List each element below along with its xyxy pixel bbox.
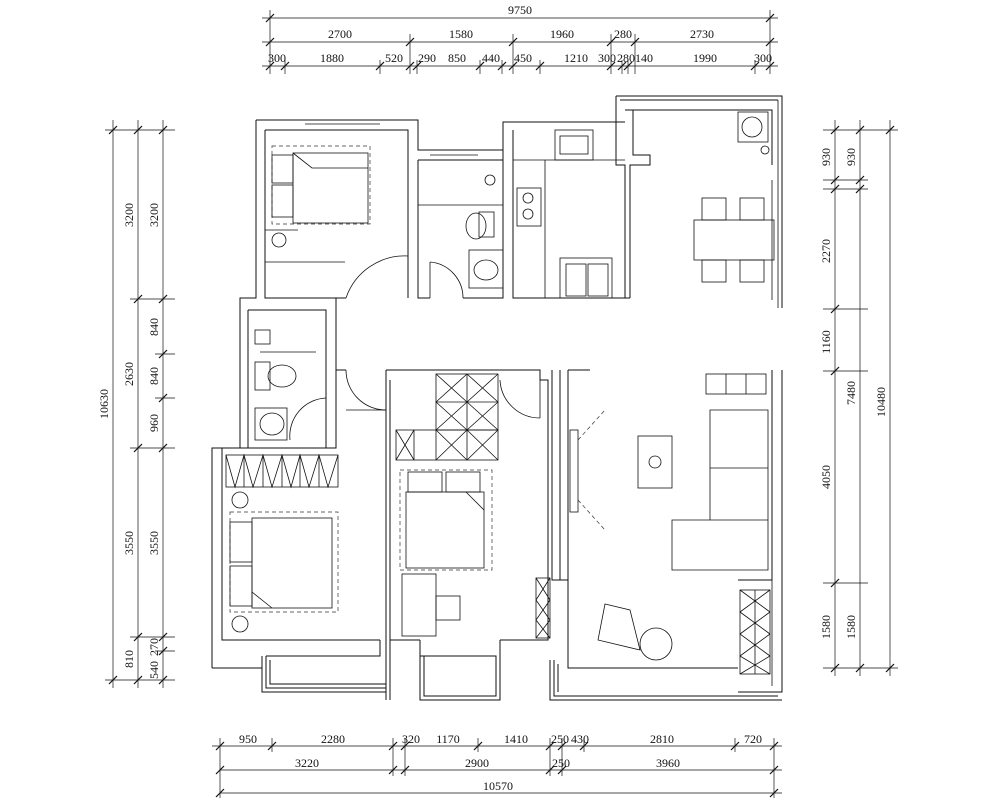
dim-top-row2: 2700 bbox=[328, 27, 352, 41]
desk bbox=[401, 573, 437, 637]
dim-right-1580: 1580 bbox=[844, 615, 858, 639]
dim-left-row3: 540 bbox=[147, 661, 161, 679]
dim-bottom-row1: 2810 bbox=[650, 732, 674, 746]
dim-bottom-row2: 2900 bbox=[465, 756, 489, 770]
sink-icon-2 bbox=[254, 407, 288, 441]
dim-left-row3: 270 bbox=[147, 638, 161, 656]
dim-top-row3: 440 bbox=[482, 51, 500, 65]
kitchen-sink-icon bbox=[554, 129, 594, 161]
dim-left-row2: 3200 bbox=[122, 203, 136, 227]
dim-top-row3: 300 bbox=[268, 51, 286, 65]
furniture bbox=[225, 111, 775, 675]
dim-top-row3: 1880 bbox=[320, 51, 344, 65]
armchair bbox=[597, 603, 641, 651]
dim-left-total: 10630 bbox=[97, 389, 111, 419]
shower-icon bbox=[484, 174, 496, 186]
walls bbox=[211, 95, 783, 701]
dim-bottom-row1: 1170 bbox=[436, 732, 460, 746]
bed-top-left bbox=[292, 152, 369, 224]
dim-top-row3: 300 bbox=[754, 51, 772, 65]
lamp-icon bbox=[271, 232, 287, 248]
coffee-table bbox=[637, 435, 673, 489]
dim-left-row2: 2630 bbox=[122, 362, 136, 386]
dim-bottom-row1: 1410 bbox=[504, 732, 528, 746]
dim-top-total: 9750 bbox=[508, 3, 532, 17]
bed-left bbox=[251, 517, 333, 609]
dim-bottom-row1: 950 bbox=[239, 732, 257, 746]
dim-top-row3: 1990 bbox=[693, 51, 717, 65]
dim-bottom-row1: 320 bbox=[402, 732, 420, 746]
right-dimensions: 930 2270 1160 4050 1580 930 7480 1580 10… bbox=[819, 120, 898, 676]
shower-icon-2 bbox=[254, 329, 271, 345]
dim-bottom-row1: 430 bbox=[571, 732, 589, 746]
dim-bottom-row1: 2280 bbox=[321, 732, 345, 746]
dim-top-row2: 280 bbox=[614, 27, 632, 41]
fridge-icon bbox=[559, 257, 613, 299]
tv-unit bbox=[569, 429, 579, 513]
dim-left-row2: 3550 bbox=[122, 531, 136, 555]
toilet-icon-2 bbox=[254, 361, 271, 391]
dim-left-row2: 810 bbox=[122, 650, 136, 668]
side-table bbox=[639, 627, 673, 661]
dim-top-row3: 1210 bbox=[564, 51, 588, 65]
bottom-dimensions: 950 2280 320 1170 1410 250 430 2810 720 … bbox=[212, 732, 782, 798]
dim-left-row3: 3550 bbox=[147, 531, 161, 555]
dim-top-row3: 450 bbox=[514, 51, 532, 65]
top-dimensions: 9750 2700 1580 1960 280 2730 300 1880 52… bbox=[262, 3, 778, 74]
dim-top-row3: 290 bbox=[418, 51, 436, 65]
dim-bottom-row1: 250 bbox=[551, 732, 569, 746]
dim-bottom-row2: 3220 bbox=[295, 756, 319, 770]
dim-top-row3: 140 bbox=[635, 51, 653, 65]
toilet-icon bbox=[478, 211, 495, 238]
left-dimensions: 10630 3200 2630 3550 810 3200 840 840 96… bbox=[97, 120, 175, 688]
dim-right-row3: 1160 bbox=[819, 330, 833, 354]
dim-right-row2: 2270 bbox=[819, 239, 833, 263]
dim-right-row2: 7480 bbox=[844, 381, 858, 405]
dim-bottom-row1: 720 bbox=[744, 732, 762, 746]
dim-left-row3: 840 bbox=[147, 367, 161, 385]
washer-icon bbox=[737, 111, 769, 143]
stove-icon bbox=[516, 187, 542, 227]
dim-top-row2: 1960 bbox=[550, 27, 574, 41]
dim-top-row3: 850 bbox=[448, 51, 466, 65]
dim-top-row3: 280 bbox=[617, 51, 635, 65]
wardrobe-center bbox=[395, 373, 499, 461]
doors bbox=[289, 175, 626, 441]
sink-icon bbox=[468, 249, 504, 289]
dim-right-row3: 1580 bbox=[819, 615, 833, 639]
dim-left-row3: 840 bbox=[147, 318, 161, 336]
bed-center bbox=[405, 491, 485, 569]
dim-left-row3: 3200 bbox=[147, 203, 161, 227]
dim-bottom-total: 10570 bbox=[483, 779, 513, 793]
dim-right-total: 10480 bbox=[874, 387, 888, 417]
wardrobe-left bbox=[225, 453, 339, 489]
dim-right-row3: 4050 bbox=[819, 465, 833, 489]
dim-top-row3: 300 bbox=[598, 51, 616, 65]
dim-left-row3: 960 bbox=[147, 414, 161, 432]
dim-bottom-row2: 250 bbox=[552, 756, 570, 770]
dining-table bbox=[693, 219, 775, 261]
dim-top-row3: 520 bbox=[385, 51, 403, 65]
dim-top-row2: 1580 bbox=[449, 27, 473, 41]
shelf bbox=[705, 373, 767, 395]
sofa bbox=[671, 409, 769, 571]
dim-bottom-row2: 3960 bbox=[656, 756, 680, 770]
dim-right-row3: 930 bbox=[844, 148, 858, 166]
dim-right-row2: 930 bbox=[819, 148, 833, 166]
dim-top-row2: 2730 bbox=[690, 27, 714, 41]
